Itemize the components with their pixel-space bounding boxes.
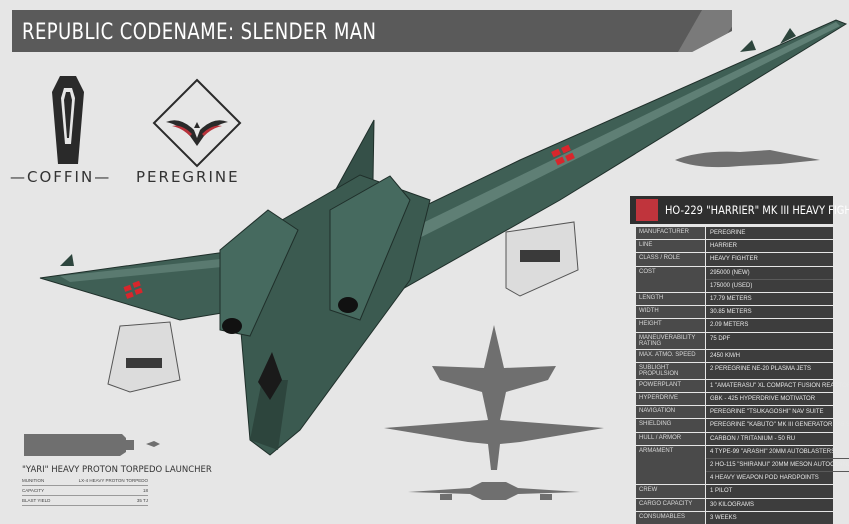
spec-row: NAVIGATION PEREGRINE "TSUKAGOSHI" NAV SUI… [636, 406, 833, 420]
spec-value: GBK - 425 HYPERDRIVE MOTIVATOR [710, 396, 816, 403]
spec-row: HULL / ARMOR CARBON / TRITANIUM - 50 RU [636, 432, 833, 446]
spec-value: 75 DPF [710, 335, 731, 342]
spec-key: WIDTH [636, 306, 706, 319]
spec-value: PEREGRINE [710, 230, 746, 236]
spec-row: SUBLIGHT PROPULSION 2 PEREGRINE NE-20 PLA… [636, 362, 833, 380]
spec-value: 4 TYPE-99 "ARASHI" 20MM AUTOBLASTERS [706, 446, 849, 460]
spec-value: PEREGRINE "TSUKAGOSHI" NAV SUITE [710, 409, 824, 416]
peregrine-logo-icon [152, 78, 242, 168]
spec-row: CONSUMABLES 3 WEEKS [636, 511, 833, 524]
spec-key: LINE [636, 240, 706, 253]
spec-key: HULL / ARMOR [636, 432, 706, 445]
front-silhouette [408, 482, 580, 500]
spec-row: SHIELDING PEREGRINE "KABUTO" MK III GENER… [636, 419, 849, 433]
weapon-value: LX-4 HEAVY PROTON TORPEDO [78, 478, 148, 483]
weapon-key: MUNITION [22, 478, 45, 483]
spec-value: HEAVY FIGHTER [710, 256, 758, 263]
weapon-stats: MUNITION LX-4 HEAVY PROTON TORPEDO CAPACI… [22, 476, 148, 506]
spec-key: HYPERDRIVE [636, 393, 706, 406]
top-silhouette [384, 325, 604, 470]
spec-key: HEIGHT [636, 319, 706, 332]
spec-value: 1 "AMATERASU" XL COMPACT FUSION REACTOR [710, 382, 849, 389]
spec-value: 295000 (NEW) [706, 267, 833, 280]
fighter-render [39, 19, 848, 456]
weapon-key: CAPACITY [22, 488, 45, 493]
spec-row: CREW 1 PILOT [636, 485, 833, 499]
spec-value: 4 HEAVY WEAPON POD HARDPOINTS [710, 475, 819, 482]
torpedo-launcher-icon [24, 434, 160, 456]
spec-row: CARGO CAPACITY 30 KILOGRAMS [636, 498, 833, 512]
spec-title: HO-229 "HARRIER" MK III HEAVY FIGHTER [665, 203, 849, 217]
weapon-title: "YARI" HEAVY PROTON TORPEDO LAUNCHER [22, 465, 212, 475]
spec-value: 1 PILOT [710, 488, 733, 495]
spec-value: PEREGRINE "KABUTO" MK III GENERATOR - 45… [710, 422, 849, 429]
spec-key: CREW [636, 485, 706, 498]
spec-row: HYPERDRIVE GBK - 425 HYPERDRIVE MOTIVATOR [636, 393, 833, 407]
spec-key: COST [636, 266, 706, 293]
spec-key: CLASS / ROLE [636, 253, 706, 266]
title-banner: REPUBLIC CODENAME: SLENDER MAN [12, 10, 732, 52]
spec-row: POWERPLANT 1 "AMATERASU" XL COMPACT FUSIO… [636, 379, 849, 394]
spec-value: CARBON / TRITANIUM - 50 RU [710, 435, 796, 442]
spec-value: 30 KILOGRAMS [710, 501, 755, 508]
spec-key: ARMAMENT [636, 445, 706, 485]
spec-row: LINE HARRIER [636, 240, 833, 254]
spec-table: MANUFACTURER PEREGRINE LINE HARRIER CLASS … [636, 227, 849, 524]
weapon-row: MUNITION LX-4 HEAVY PROTON TORPEDO [22, 476, 148, 486]
spec-value: 175000 (USED) [710, 282, 753, 289]
spec-value: 3 WEEKS [710, 514, 737, 521]
spec-row: MAX. ATMO. SPEED 2450 KM/H [636, 349, 833, 363]
spec-key: POWERPLANT [636, 379, 706, 393]
spec-value: 2 PEREGRINE NE-20 PLASMA JETS [710, 365, 812, 372]
spec-row: MANEUVERABILITY RATING 75 DPF [636, 332, 833, 350]
weapon-row: CAPACITY 18 [22, 486, 148, 496]
spec-row: CLASS / ROLE HEAVY FIGHTER [636, 253, 833, 267]
spec-value: 2450 KM/H [710, 352, 741, 359]
weapon-value: 18 [142, 488, 148, 493]
spec-key: CONSUMABLES [636, 511, 706, 524]
spec-value: 2.09 METERS [710, 322, 749, 329]
spec-key: MAX. ATMO. SPEED [636, 349, 706, 362]
spec-row: WIDTH 30.85 METERS [636, 306, 833, 320]
spec-row: LENGTH 17.79 METERS [636, 293, 833, 307]
weapon-key: BLAST YIELD [22, 498, 51, 503]
spec-key: MANEUVERABILITY RATING [636, 332, 706, 349]
spec-key: NAVIGATION [636, 406, 706, 419]
spec-key: LENGTH [636, 293, 706, 306]
side-silhouette [675, 150, 820, 168]
peregrine-label: PEREGRINE [136, 168, 240, 186]
spec-key: SHIELDING [636, 419, 706, 432]
page-title: REPUBLIC CODENAME: SLENDER MAN [22, 20, 377, 45]
spec-value: HARRIER [710, 243, 738, 250]
weapon-row: BLAST YIELD 35 TJ [22, 496, 148, 506]
spec-key: SUBLIGHT PROPULSION [636, 362, 706, 379]
weapon-value: 35 TJ [136, 498, 148, 503]
spec-header [630, 196, 833, 224]
spec-value: 2 HO-115 "SHIRANUI" 20MM MESON AUTOCANNO… [706, 459, 849, 473]
spec-value: 30.85 METERS [710, 309, 752, 316]
coffin-logo-icon [52, 76, 84, 164]
spec-key: MANUFACTURER [636, 227, 706, 240]
spec-key: CARGO CAPACITY [636, 498, 706, 511]
spec-row: HEIGHT 2.09 METERS [636, 319, 833, 333]
spec-color-swatch [636, 199, 658, 221]
spec-row: MANUFACTURER PEREGRINE [636, 227, 833, 241]
coffin-label: —COFFIN— [10, 168, 112, 186]
spec-value: 17.79 METERS [710, 296, 752, 303]
